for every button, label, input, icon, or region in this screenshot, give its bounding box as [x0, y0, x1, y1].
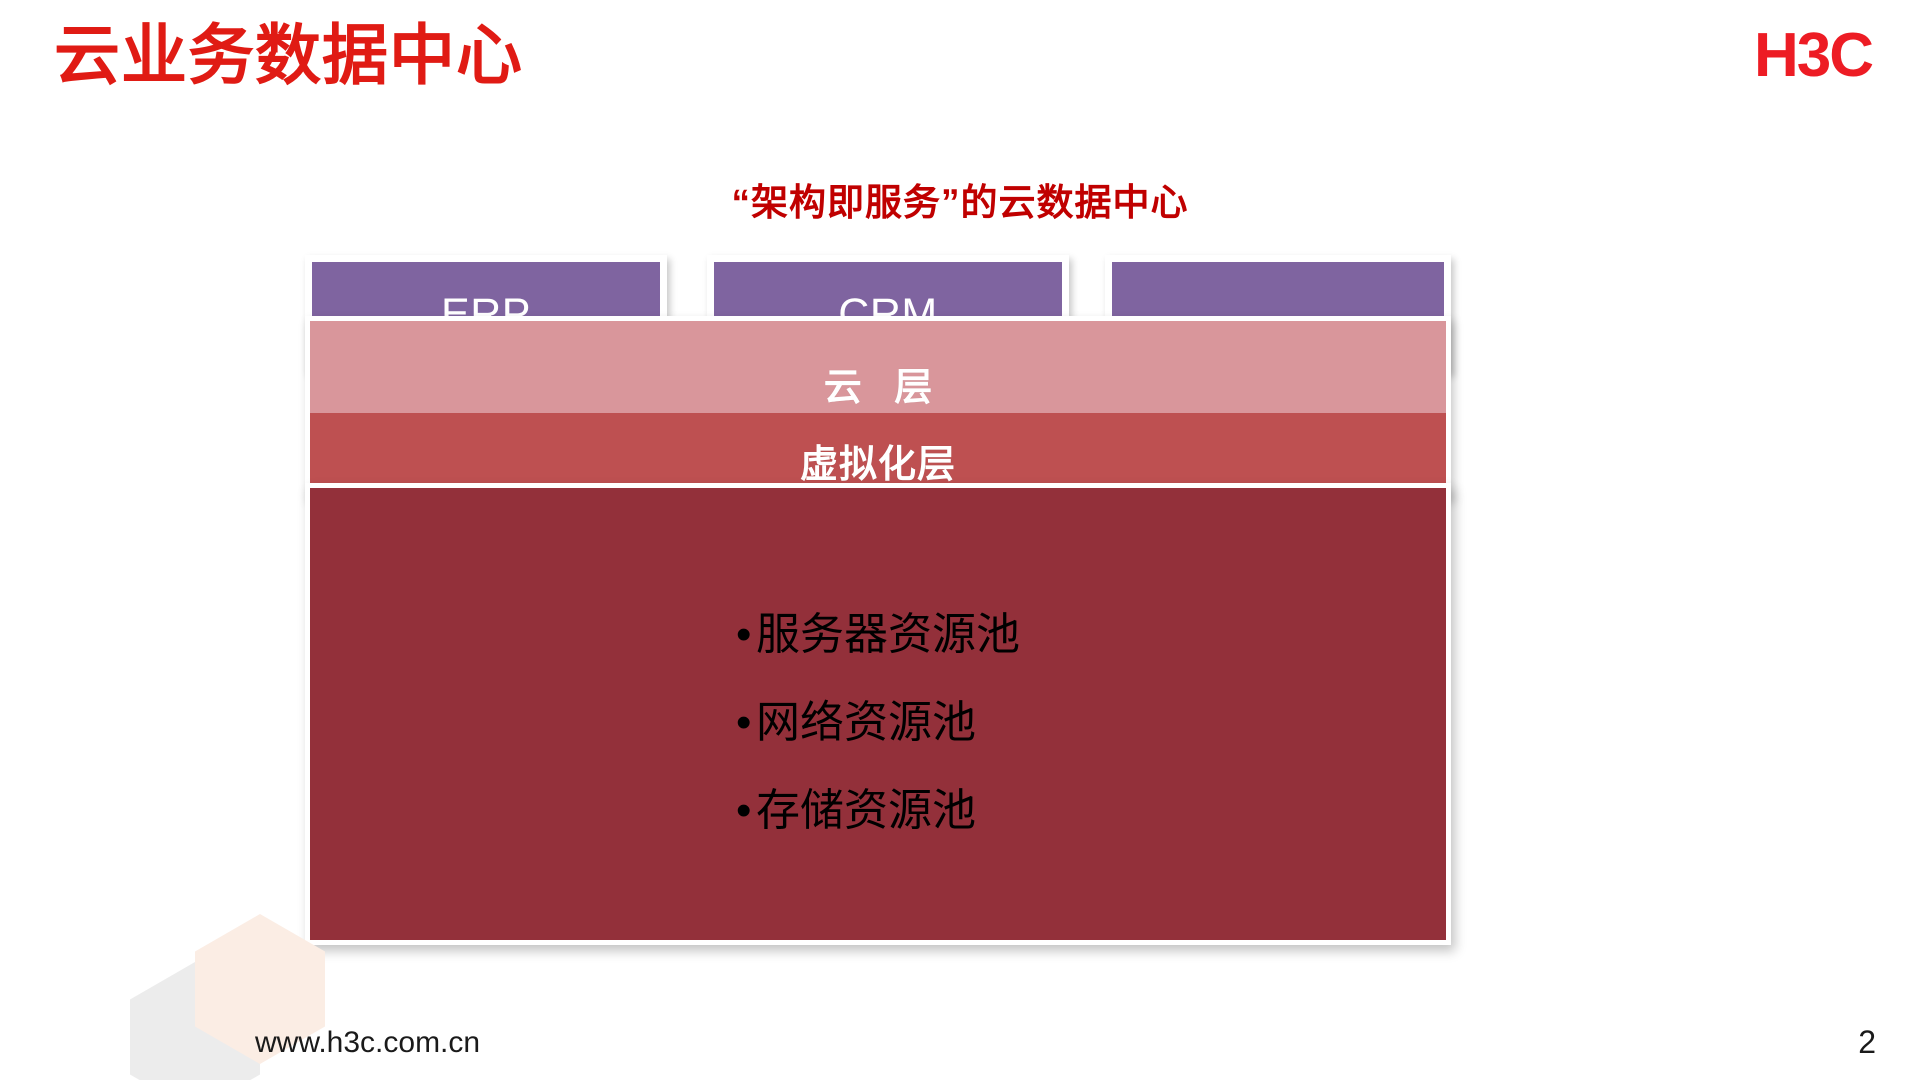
bullet-icon: • [736, 698, 752, 747]
bullet-icon: • [736, 610, 752, 659]
h3c-logo: H3C [1753, 21, 1874, 90]
hexagon-gray-icon [130, 962, 260, 1080]
layer-cloud-label: 云 层 [823, 367, 944, 409]
layer-virtualization-label: 虚拟化层 [799, 444, 956, 486]
footer-website-url[interactable]: www.h3c.com.cn [255, 1026, 481, 1059]
resource-pool-item-label: 存储资源池 [756, 786, 976, 835]
platform-layers-card: 云 层 虚拟化层 [305, 316, 1451, 498]
list-item: •服务器资源池 [736, 613, 1020, 657]
resource-pool-item-label: 服务器资源池 [756, 610, 1020, 659]
layer-cloud[interactable]: 云 层 [310, 321, 1446, 413]
list-item: •网络资源池 [736, 701, 1020, 745]
page-number: 2 [1858, 1024, 1876, 1060]
resource-pool-fill: •服务器资源池 •网络资源池 •存储资源池 [310, 488, 1446, 940]
resource-pool-list: •服务器资源池 •网络资源池 •存储资源池 [736, 613, 1020, 833]
resource-pool-card: •服务器资源池 •网络资源池 •存储资源池 [305, 483, 1451, 945]
cloud-datacenter-diagram: ERP CRM ... 云 层 虚拟化层 [305, 255, 1451, 945]
layer-virtualization[interactable]: 虚拟化层 [310, 413, 1446, 493]
diagram-subtitle: “架构即服务”的云数据中心 [731, 182, 1189, 223]
resource-pool-item-label: 网络资源池 [756, 698, 976, 747]
bullet-icon: • [736, 786, 752, 835]
page-title: 云业务数据中心 [54, 18, 523, 92]
list-item: •存储资源池 [736, 789, 1020, 833]
